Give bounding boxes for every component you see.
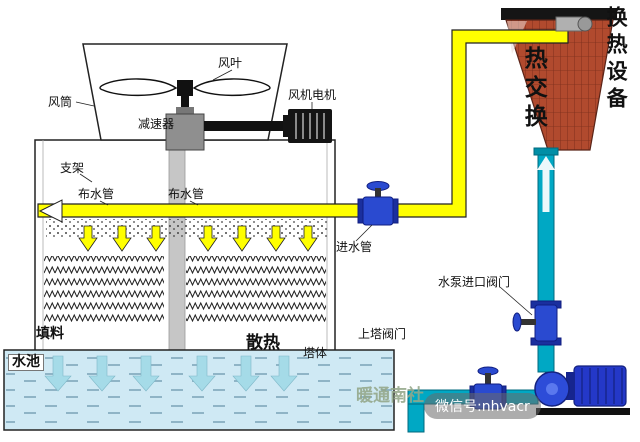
- pool-inflow-arrows: [44, 355, 298, 392]
- up-flow-arrow: [537, 156, 555, 212]
- label-heat-dissipation: 散热: [246, 333, 280, 353]
- pump-inlet-valve-graphic: [512, 300, 562, 346]
- label-inlet-pipe: 进水管: [336, 240, 373, 254]
- heat-exchanger-graphic: [501, 8, 617, 151]
- label-tower-body: 塔体: [303, 346, 328, 360]
- motor-flange: [283, 115, 288, 137]
- label-water-pool: 水池: [8, 354, 44, 372]
- fan-assembly: [99, 78, 332, 151]
- fan-blade-left-graphic: [99, 78, 178, 97]
- label-fan-duct: 风筒: [48, 95, 73, 109]
- upper-tower-valve-graphic: [357, 181, 399, 226]
- spray-zone: [46, 219, 328, 239]
- label-fan-blade: 风叶: [218, 56, 243, 70]
- label-pump-inlet-valve: 水泵进口阀门: [438, 275, 511, 289]
- gearbox: [165, 113, 205, 151]
- fan-shaft: [181, 96, 189, 116]
- watermark-brand: 暖通南社: [356, 386, 424, 406]
- exchanger-top-band: [501, 8, 617, 20]
- hot-spray-arrows: [78, 225, 318, 252]
- fill-material-right: [186, 256, 326, 322]
- label-reducer: 减速器: [138, 117, 175, 131]
- pump-graphic: [534, 365, 630, 415]
- drive-shaft: [204, 121, 288, 131]
- center-column: [168, 147, 186, 353]
- fill-material-left: [44, 256, 164, 322]
- label-support-frame: 支架: [60, 161, 85, 175]
- label-heat-exchanger: 热交换: [520, 46, 547, 133]
- label-upper-tower-valve: 上塔阀门: [358, 327, 407, 341]
- pipe-flow-arrow: [38, 199, 63, 223]
- fan-blade-right-graphic: [192, 78, 271, 97]
- hot-water-pipe: [37, 29, 569, 218]
- watermark-wechat: 微信号:nhvacr: [424, 393, 541, 419]
- label-heat-exchange-equipment: 换热设备: [604, 6, 629, 114]
- fan-hub: [177, 80, 193, 96]
- exchanger-inlet-fitting: [555, 16, 593, 32]
- label-dist-pipe-right: 布水管: [168, 187, 205, 201]
- pointer-lines: [75, 69, 533, 316]
- label-fill-material: 填料: [36, 326, 64, 342]
- gearbox-top: [176, 107, 194, 114]
- label-fan-motor: 风机电机: [288, 88, 337, 102]
- label-dist-pipe-left: 布水管: [78, 187, 115, 201]
